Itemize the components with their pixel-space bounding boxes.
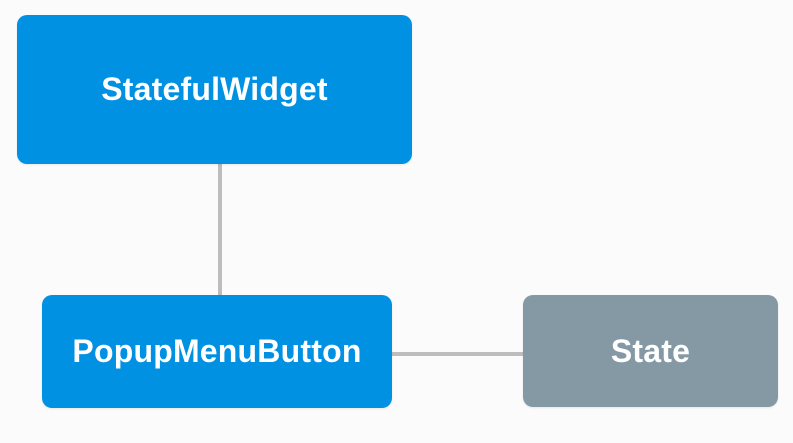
node-statefulwidget: StatefulWidget (17, 15, 412, 164)
node-popupmenubutton-label: PopupMenuButton (72, 333, 362, 369)
node-popupmenubutton: PopupMenuButton (42, 295, 392, 408)
edge-statefulwidget-to-popupmenubutton (218, 164, 222, 295)
edge-popupmenubutton-to-state (392, 352, 523, 356)
node-state: State (523, 295, 778, 407)
node-statefulwidget-label: StatefulWidget (101, 71, 328, 107)
node-state-label: State (610, 332, 691, 369)
